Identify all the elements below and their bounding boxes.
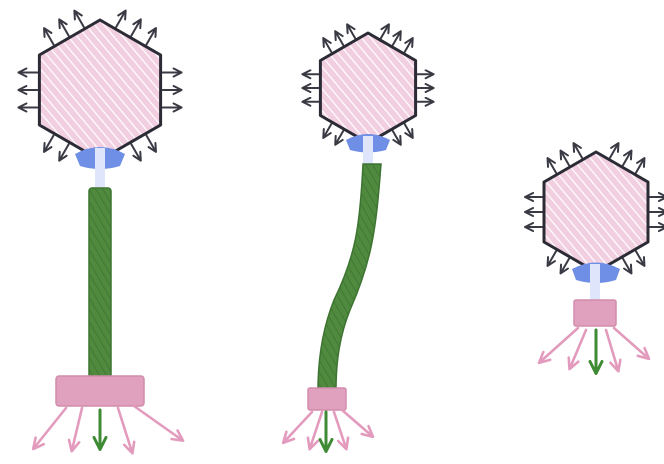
pressure-arrow — [561, 151, 569, 165]
pressure-arrow — [324, 39, 332, 52]
pressure-arrow — [324, 124, 332, 137]
baseplate — [574, 300, 616, 326]
pressure-arrow — [45, 135, 54, 151]
baseplate — [56, 376, 144, 406]
portal-channel — [590, 264, 600, 302]
pressure-arrow — [636, 159, 644, 173]
pressure-arrow — [574, 144, 582, 158]
tail-fibers — [284, 410, 372, 448]
phage-bending — [284, 25, 433, 450]
tail-fibers — [34, 406, 182, 452]
pressure-arrow — [131, 144, 140, 160]
tail-sheath — [89, 188, 111, 378]
pressure-arrow — [548, 159, 556, 173]
pressure-arrow — [561, 259, 569, 273]
phage-contracted — [526, 144, 664, 372]
pressure-arrow — [393, 131, 401, 144]
capsid-head — [544, 152, 648, 272]
pressure-arrow — [146, 135, 155, 151]
pressure-arrow — [75, 11, 84, 27]
tail-sheath — [318, 164, 381, 390]
pressure-arrow — [146, 29, 155, 45]
capsid-head — [39, 20, 160, 160]
pressure-arrow — [548, 251, 556, 265]
pressure-arrow — [610, 144, 618, 158]
pressure-arrow — [60, 20, 69, 36]
pressure-arrow — [336, 131, 344, 144]
pressure-arrow — [60, 144, 69, 160]
portal-channel — [363, 136, 373, 166]
pressure-arrow — [405, 124, 413, 137]
pressure-arrow — [336, 32, 344, 45]
phage-extended — [19, 11, 182, 452]
baseplate — [308, 388, 346, 410]
capsid-head — [320, 33, 415, 143]
pressure-arrow — [348, 25, 356, 38]
pressure-arrow — [116, 11, 125, 27]
pressure-arrow — [623, 151, 631, 165]
pressure-arrow — [623, 259, 631, 273]
pressure-arrow — [636, 251, 644, 265]
pressure-arrow — [131, 20, 140, 36]
tail-fibers — [540, 328, 648, 370]
pressure-arrow — [381, 25, 389, 38]
portal-channel — [95, 148, 105, 188]
pressure-arrow — [405, 39, 413, 52]
pressure-arrow — [45, 29, 54, 45]
pressure-arrow — [393, 32, 401, 45]
